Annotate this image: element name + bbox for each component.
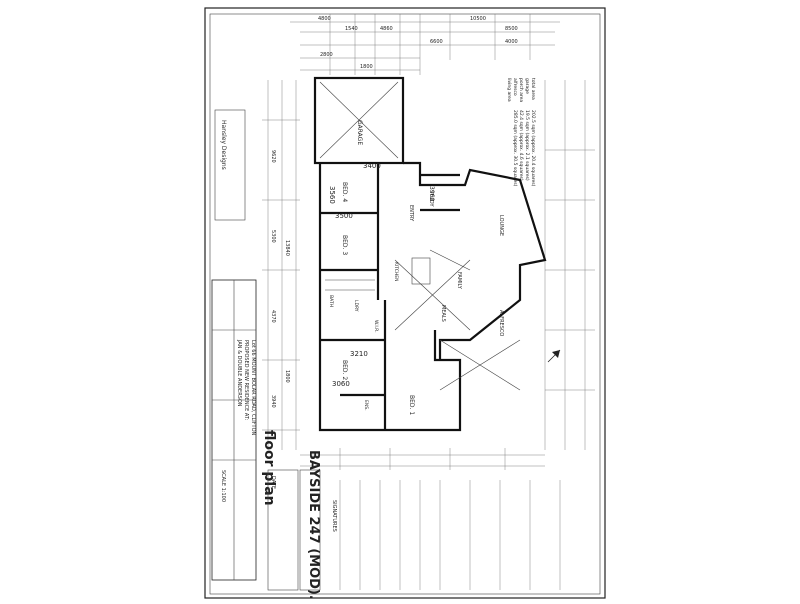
handwritten-note-4: 3960 bbox=[428, 186, 435, 201]
dim-top-4: 10500 bbox=[470, 16, 486, 22]
dim-top-6: 4000 bbox=[505, 39, 518, 45]
notes-block bbox=[339, 480, 561, 590]
room-label-bed3: BED. 3 bbox=[341, 235, 348, 255]
left-dimension-labels: 9620 13840 5300 4370 1800 3940 bbox=[270, 150, 290, 408]
date-label: DATE bbox=[270, 476, 276, 489]
room-label-family: FAMILY bbox=[456, 272, 462, 290]
dim-top-5: 6600 bbox=[430, 39, 443, 45]
area-label-total: total area bbox=[530, 78, 536, 100]
room-label-bath: BATH bbox=[328, 295, 334, 307]
room-label-bed1: BED. 1 bbox=[408, 395, 415, 415]
handwritten-note-2: 3560 bbox=[328, 186, 336, 204]
dim-left-2: 13840 bbox=[284, 240, 290, 256]
bottom-dimension-lines bbox=[300, 448, 545, 470]
left-dimension-lines bbox=[262, 80, 300, 450]
top-dimension-lines bbox=[290, 14, 560, 75]
dim-left-3: 5300 bbox=[270, 230, 276, 243]
sheet-border bbox=[204, 7, 606, 599]
dim-top-1: 4800 bbox=[318, 16, 331, 22]
sheet-title: floor plan bbox=[261, 430, 277, 506]
room-label-bed2: BED. 2 bbox=[341, 360, 348, 380]
handwritten-note-5: 3210 bbox=[350, 350, 368, 358]
client-name: JAN & DOUBLE ANDERSON bbox=[236, 339, 242, 407]
right-dimension-lines bbox=[544, 80, 595, 450]
dim-top-2: 1540 bbox=[345, 26, 358, 32]
room-label-ens: ENS. bbox=[363, 400, 369, 411]
project-address: Lot 66 MOUNT BOLAR ROAD, CLIFTON bbox=[250, 340, 256, 436]
company-name: Hansley Designs bbox=[220, 120, 227, 170]
area-value-4: 285.0 sqm (approx. 30.5 squares) bbox=[512, 110, 518, 187]
dim-top-8: 1800 bbox=[360, 64, 373, 70]
room-label-alfresco: ALFRESCO bbox=[498, 310, 504, 336]
project-description: PROPOSED NEW RESIDENCE AT: bbox=[243, 340, 249, 420]
room-label-lounge: LOUNGE bbox=[498, 215, 504, 236]
area-value-2: 19.5 sqm (approx. 2.1 squares) bbox=[524, 110, 530, 181]
area-label-garage: garage bbox=[524, 78, 530, 94]
room-label-study: STUDY bbox=[428, 190, 434, 207]
area-value-3: 42.4 sqm (approx. 4.6 squares) bbox=[518, 110, 524, 181]
handwritten-note-3: 3500 bbox=[335, 212, 353, 220]
area-label-alfresco: alfresco bbox=[512, 78, 518, 96]
room-label-wir: W.I.R. bbox=[373, 320, 379, 333]
north-arrow-icon bbox=[547, 349, 561, 363]
room-label-meals: MEALS bbox=[440, 305, 446, 322]
design-name: BAYSIDE 247 (MOD). bbox=[306, 450, 321, 600]
inner-border bbox=[209, 13, 601, 595]
dim-left-4: 4370 bbox=[270, 310, 276, 323]
room-label-ldry: LDRY bbox=[353, 300, 359, 312]
dim-top-7: 2800 bbox=[320, 52, 333, 58]
top-dimension-labels: 4800 1540 4860 10500 6600 4000 2800 1800… bbox=[318, 16, 518, 70]
title-block: Hansley Designs JAN & DOUBLE ANDERSON PR… bbox=[211, 109, 257, 581]
dim-left-5: 1800 bbox=[284, 370, 290, 383]
handwritten-note-6: 3060 bbox=[332, 380, 350, 388]
dim-left-6: 3940 bbox=[270, 395, 276, 408]
dim-top-9: 8500 bbox=[505, 26, 518, 32]
area-label-living: living area bbox=[506, 78, 512, 102]
scale-label: SCALE 1:100 bbox=[220, 470, 226, 502]
room-label-kitchen: KITCHEN bbox=[393, 262, 399, 282]
room-label-bed4: BED. 4 bbox=[341, 182, 348, 202]
signatures-label: SIGNATURES bbox=[331, 500, 337, 532]
right-wing-walls bbox=[394, 161, 547, 391]
area-schedule: living area alfresco porch area garage t… bbox=[506, 78, 536, 187]
signatures-box: SIGNATURES DATE bbox=[267, 469, 337, 591]
dim-top-3: 4860 bbox=[380, 26, 393, 32]
room-label-garage: GARAGE bbox=[356, 120, 363, 145]
area-label-porch: porch area bbox=[518, 78, 524, 102]
left-wing-walls bbox=[318, 163, 462, 432]
room-label-entry: ENTRY bbox=[408, 205, 414, 222]
handwritten-note-1: 3400 bbox=[363, 162, 381, 170]
garage-room bbox=[313, 76, 405, 165]
dim-left-1: 9620 bbox=[270, 150, 276, 163]
area-value-1: 202.5 sqm (approx. 20.4 squares) bbox=[530, 110, 536, 187]
